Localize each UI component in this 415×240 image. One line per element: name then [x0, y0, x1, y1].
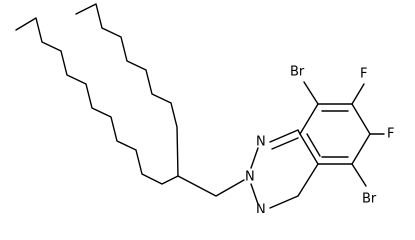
bond-c6-f [351, 83, 365, 105]
bond-n1-n2 [250, 147, 259, 169]
n-bottom-label: N [256, 203, 266, 214]
br-top-label: Br [290, 65, 305, 80]
bond-c7a-ring [297, 129, 301, 135]
benzene-ring [299, 103, 371, 165]
hexyl-chain [75, 3, 179, 177]
bond-n3-c3a [269, 195, 299, 209]
n-top-label: N [256, 135, 266, 150]
n-middle-label: N [245, 170, 255, 185]
br-bottom-label: Br [362, 192, 377, 207]
bond-c4-br [351, 163, 367, 187]
bond-n2-n3 [250, 183, 259, 205]
molecule-definitive-svg: Br F F Br N N N [15, 3, 394, 214]
bond-n1-c7a-double [271, 137, 299, 150]
benzene-double-3 [306, 133, 321, 157]
octyl-chain [15, 17, 179, 185]
methylene-linker [177, 175, 245, 197]
f-bottom-label: F [387, 127, 394, 142]
bond-n1-c7a [269, 129, 299, 143]
f-top-label: F [360, 67, 367, 82]
bond-c7-br [303, 81, 319, 105]
molecule-definitive: Br F F Br N N N [15, 3, 395, 214]
bond-c3a-ring [297, 163, 319, 197]
